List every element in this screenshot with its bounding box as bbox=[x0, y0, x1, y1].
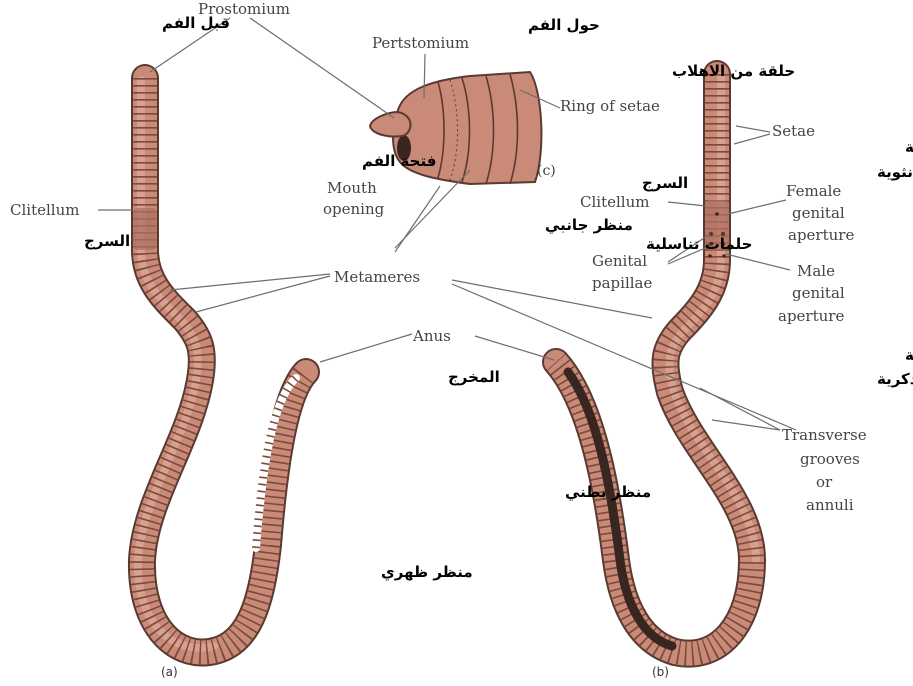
ar-female-aperture-1: الفتحة التناسلية bbox=[905, 138, 913, 156]
label-transverse-2: grooves bbox=[800, 450, 860, 468]
worm-dorsal-view bbox=[133, 78, 306, 652]
ar-mouth-opening: فتحة الفم bbox=[362, 152, 436, 170]
ar-before-mouth: قبل الفم bbox=[162, 14, 230, 32]
label-mouth-opening-1: Mouth bbox=[327, 179, 377, 197]
ar-genital-papillae: حلمات تناسلية bbox=[646, 235, 752, 253]
ar-male-aperture-2: الذكرية bbox=[877, 370, 913, 388]
ar-dorsal-view: منظر ظهري bbox=[381, 563, 473, 582]
label-panel-b: (b) bbox=[652, 665, 669, 679]
label-female-2: genital bbox=[792, 204, 845, 222]
label-female-3: aperture bbox=[788, 226, 854, 244]
female-aperture-dot bbox=[715, 212, 719, 216]
ar-around-mouth: حول الفم bbox=[528, 16, 600, 34]
label-clitellum-a: Clitellum bbox=[10, 201, 79, 219]
label-anus: Anus bbox=[412, 327, 451, 345]
label-mouth-opening-2: opening bbox=[323, 200, 385, 218]
label-panel-c: (c) bbox=[537, 163, 556, 179]
label-peristomium: Pertstomium bbox=[372, 34, 469, 52]
label-setae: Setae bbox=[772, 122, 815, 140]
label-transverse-3: or bbox=[816, 473, 833, 491]
worm-a-body bbox=[142, 78, 306, 652]
label-transverse-4: annuli bbox=[806, 496, 854, 514]
label-genital-papillae-1: Genital bbox=[592, 252, 647, 270]
ar-lateral-view: منظر جانبي bbox=[545, 216, 633, 234]
ar-clitellum-b: السرج bbox=[642, 174, 688, 192]
worm-ventral-view bbox=[556, 74, 756, 654]
label-genital-papillae-2: papillae bbox=[592, 274, 652, 292]
ar-clitellum-a: السرج bbox=[84, 232, 130, 250]
label-ring-of-setae: Ring of setae bbox=[560, 97, 660, 115]
ar-male-aperture-1: الفتحة التناسلية bbox=[905, 346, 913, 364]
ar-ring-of-hairs: حلقة من الاهلاب bbox=[672, 62, 795, 80]
label-male-1: Male bbox=[797, 262, 835, 280]
ar-ventral-view: منظر بطني bbox=[565, 483, 651, 501]
label-panel-a: (a) bbox=[161, 665, 178, 679]
worm-a-clitellum bbox=[133, 208, 157, 250]
label-female-1: Female bbox=[786, 182, 841, 200]
label-clitellum-b: Clitellum bbox=[580, 193, 649, 211]
label-male-2: genital bbox=[792, 284, 845, 302]
ar-female-aperture-2: الانثوية bbox=[877, 163, 913, 181]
label-transverse-1: Transverse bbox=[782, 426, 867, 444]
worm-a-outline bbox=[142, 78, 306, 652]
worm-a-segments bbox=[142, 78, 306, 652]
label-male-3: aperture bbox=[778, 307, 844, 325]
label-metameres: Metameres bbox=[334, 268, 420, 286]
ar-anus: المخرج bbox=[448, 368, 500, 386]
